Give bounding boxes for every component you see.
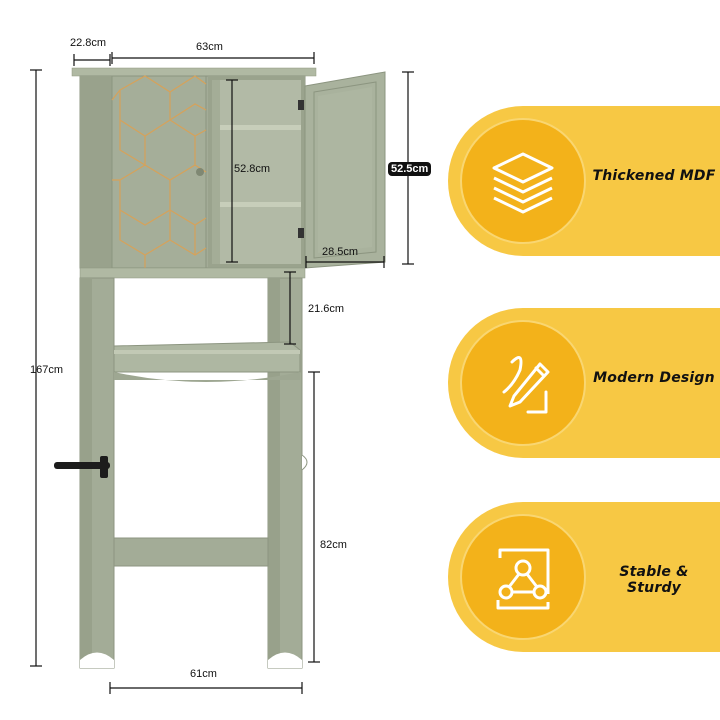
triangle-nodes-icon <box>496 548 550 610</box>
top-width-label: 63cm <box>196 41 223 53</box>
layers-icon <box>492 152 554 214</box>
feature-icon-circle <box>460 514 586 640</box>
cabinet-height-label: 52.5cm <box>388 162 432 176</box>
inner-height-label: 52.8cm <box>234 163 271 175</box>
shelf-gap-label: 21.6cm <box>308 303 345 315</box>
feature-stable-sturdy: Stable & Sturdy <box>448 502 720 652</box>
feature-icon-circle <box>460 118 586 244</box>
feature-label: Modern Design <box>593 370 715 386</box>
feature-label: Thickened MDF <box>592 168 716 184</box>
leg-height-label: 82cm <box>320 539 347 551</box>
feature-icon-circle <box>460 320 586 446</box>
feature-label: Stable & Sturdy <box>619 564 689 596</box>
feature-modern-design: Modern Design <box>448 308 720 458</box>
depth-label: 22.8cm <box>70 37 107 49</box>
feature-thickened-mdf: Thickened MDF <box>448 106 720 256</box>
door-width-label: 28.5cm <box>322 246 359 258</box>
base-width-label: 61cm <box>190 668 217 680</box>
pencil-icon <box>502 356 550 414</box>
total-height-label: 167cm <box>30 364 64 376</box>
